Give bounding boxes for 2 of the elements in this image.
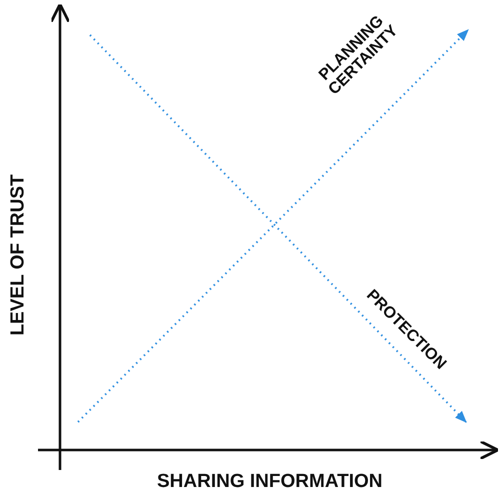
axis-label: SHARING INFORMATION bbox=[157, 472, 383, 492]
axis-label: LEVEL OF TRUST bbox=[8, 174, 28, 336]
